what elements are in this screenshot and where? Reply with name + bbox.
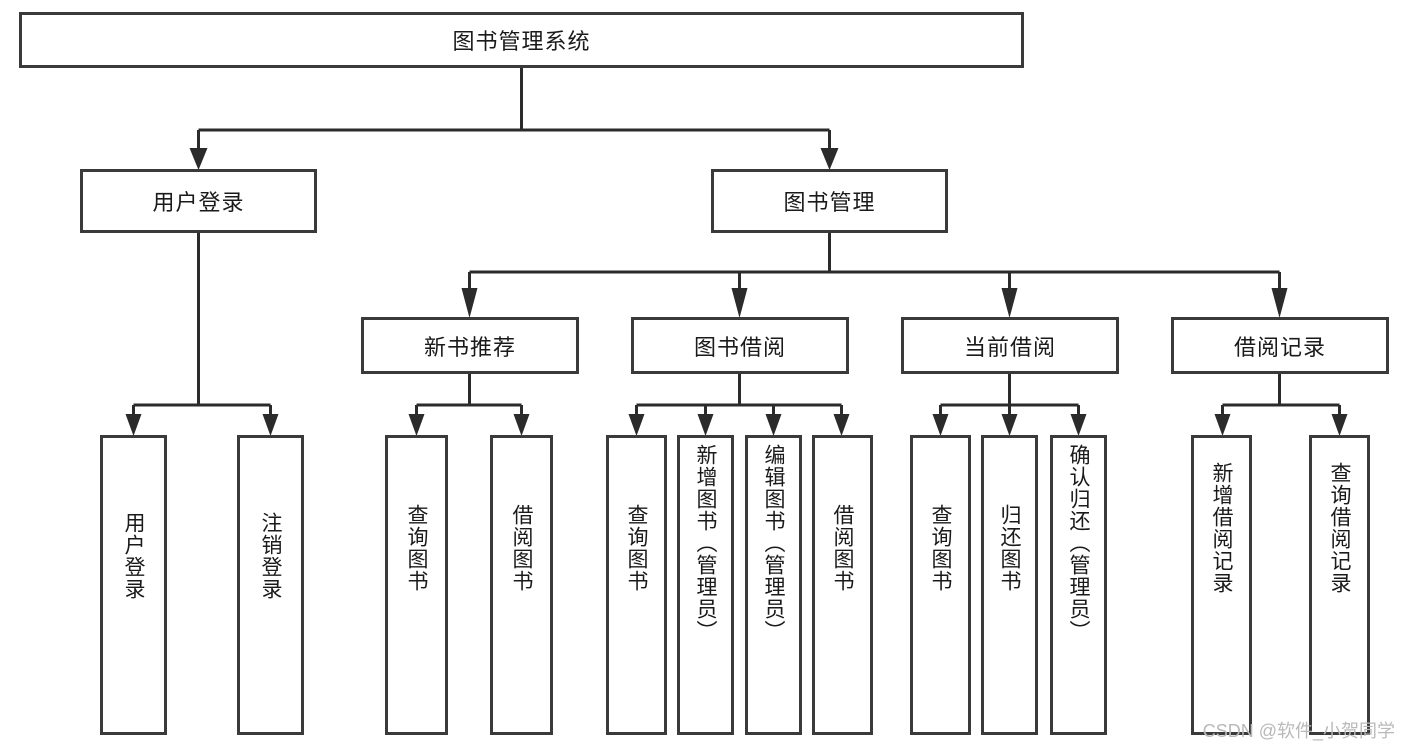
node-box-current-borrow[interactable] [901,317,1119,374]
arrowhead-leaf-edit-book [765,414,782,436]
arrowhead-leaf-add-record [1214,414,1231,436]
node-box-leaf-borrow-book-2[interactable] [812,435,873,735]
node-box-leaf-query-book-1[interactable] [385,435,448,735]
arrowhead-leaf-query-book-2 [628,414,645,436]
node-box-leaf-user-login[interactable] [100,435,167,735]
arrowhead-leaf-return-book [1001,414,1018,436]
arrowhead-leaf-borrow-book-1 [513,414,530,436]
node-box-leaf-add-book[interactable] [677,435,734,735]
node-box-new-book-rec[interactable] [361,317,579,374]
node-box-leaf-edit-book[interactable] [745,435,802,735]
arrowhead-new-book-rec [461,288,478,318]
node-box-user-login[interactable] [80,169,317,233]
node-box-leaf-user-logout[interactable] [237,435,304,735]
node-box-leaf-add-record[interactable] [1191,435,1252,735]
node-box-leaf-query-book-2[interactable] [606,435,667,735]
node-box-root[interactable] [19,12,1024,68]
connector-group-user-login [125,232,279,436]
arrowhead-leaf-confirm-return [1070,414,1087,436]
node-box-book-borrow[interactable] [631,317,849,374]
arrowhead-current-borrow [1001,288,1018,318]
node-box-leaf-query-book-3[interactable] [910,435,971,735]
connector-group-current-borrow [932,373,1087,436]
node-box-leaf-query-record[interactable] [1309,435,1370,735]
connector-group-book-manage [461,232,1288,318]
connector-group-book-borrow [628,373,850,436]
arrowhead-leaf-user-login [125,414,142,436]
node-box-leaf-borrow-book-1[interactable] [490,435,553,735]
node-box-leaf-confirm-return[interactable] [1050,435,1107,735]
arrowhead-leaf-query-book-1 [408,414,425,436]
node-box-book-manage[interactable] [711,169,948,233]
arrowhead-book-manage [820,148,839,170]
connector-group-borrow-record [1214,373,1348,436]
arrowhead-leaf-add-book [697,414,714,436]
node-box-leaf-return-book[interactable] [981,435,1038,735]
arrowhead-book-borrow [731,288,748,318]
arrowhead-leaf-user-logout [262,414,279,436]
arrowhead-leaf-query-book-3 [932,414,949,436]
connector-group-root [189,67,839,170]
arrowhead-user-login [189,148,208,170]
connector-group-new-book-rec [408,373,530,436]
arrowhead-leaf-borrow-book-2 [833,414,850,436]
arrowhead-borrow-record [1271,288,1288,318]
arrowhead-leaf-query-record [1331,414,1348,436]
node-box-borrow-record[interactable] [1171,317,1389,374]
